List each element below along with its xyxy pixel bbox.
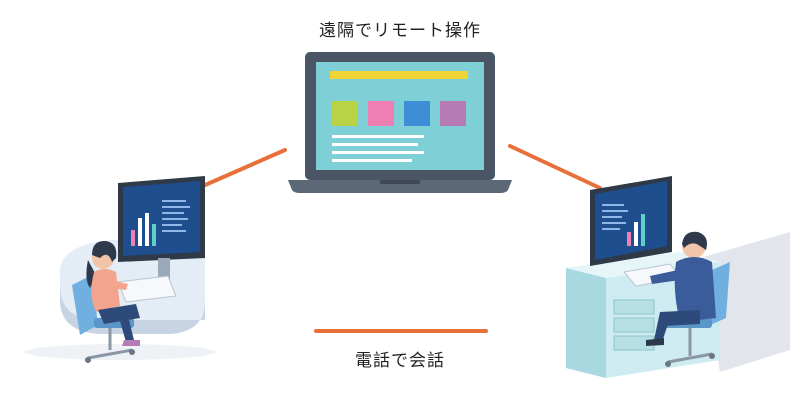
phone-conversation-label: 電話で会話: [355, 351, 445, 371]
woman-at-computer-icon: [25, 176, 215, 363]
connector-right: [508, 144, 602, 190]
man-at-computer-icon: [566, 176, 790, 378]
laptop-icon: [288, 52, 512, 193]
connector-left: [194, 148, 287, 191]
remote-operation-label: 遠隔でリモート操作: [319, 21, 481, 41]
